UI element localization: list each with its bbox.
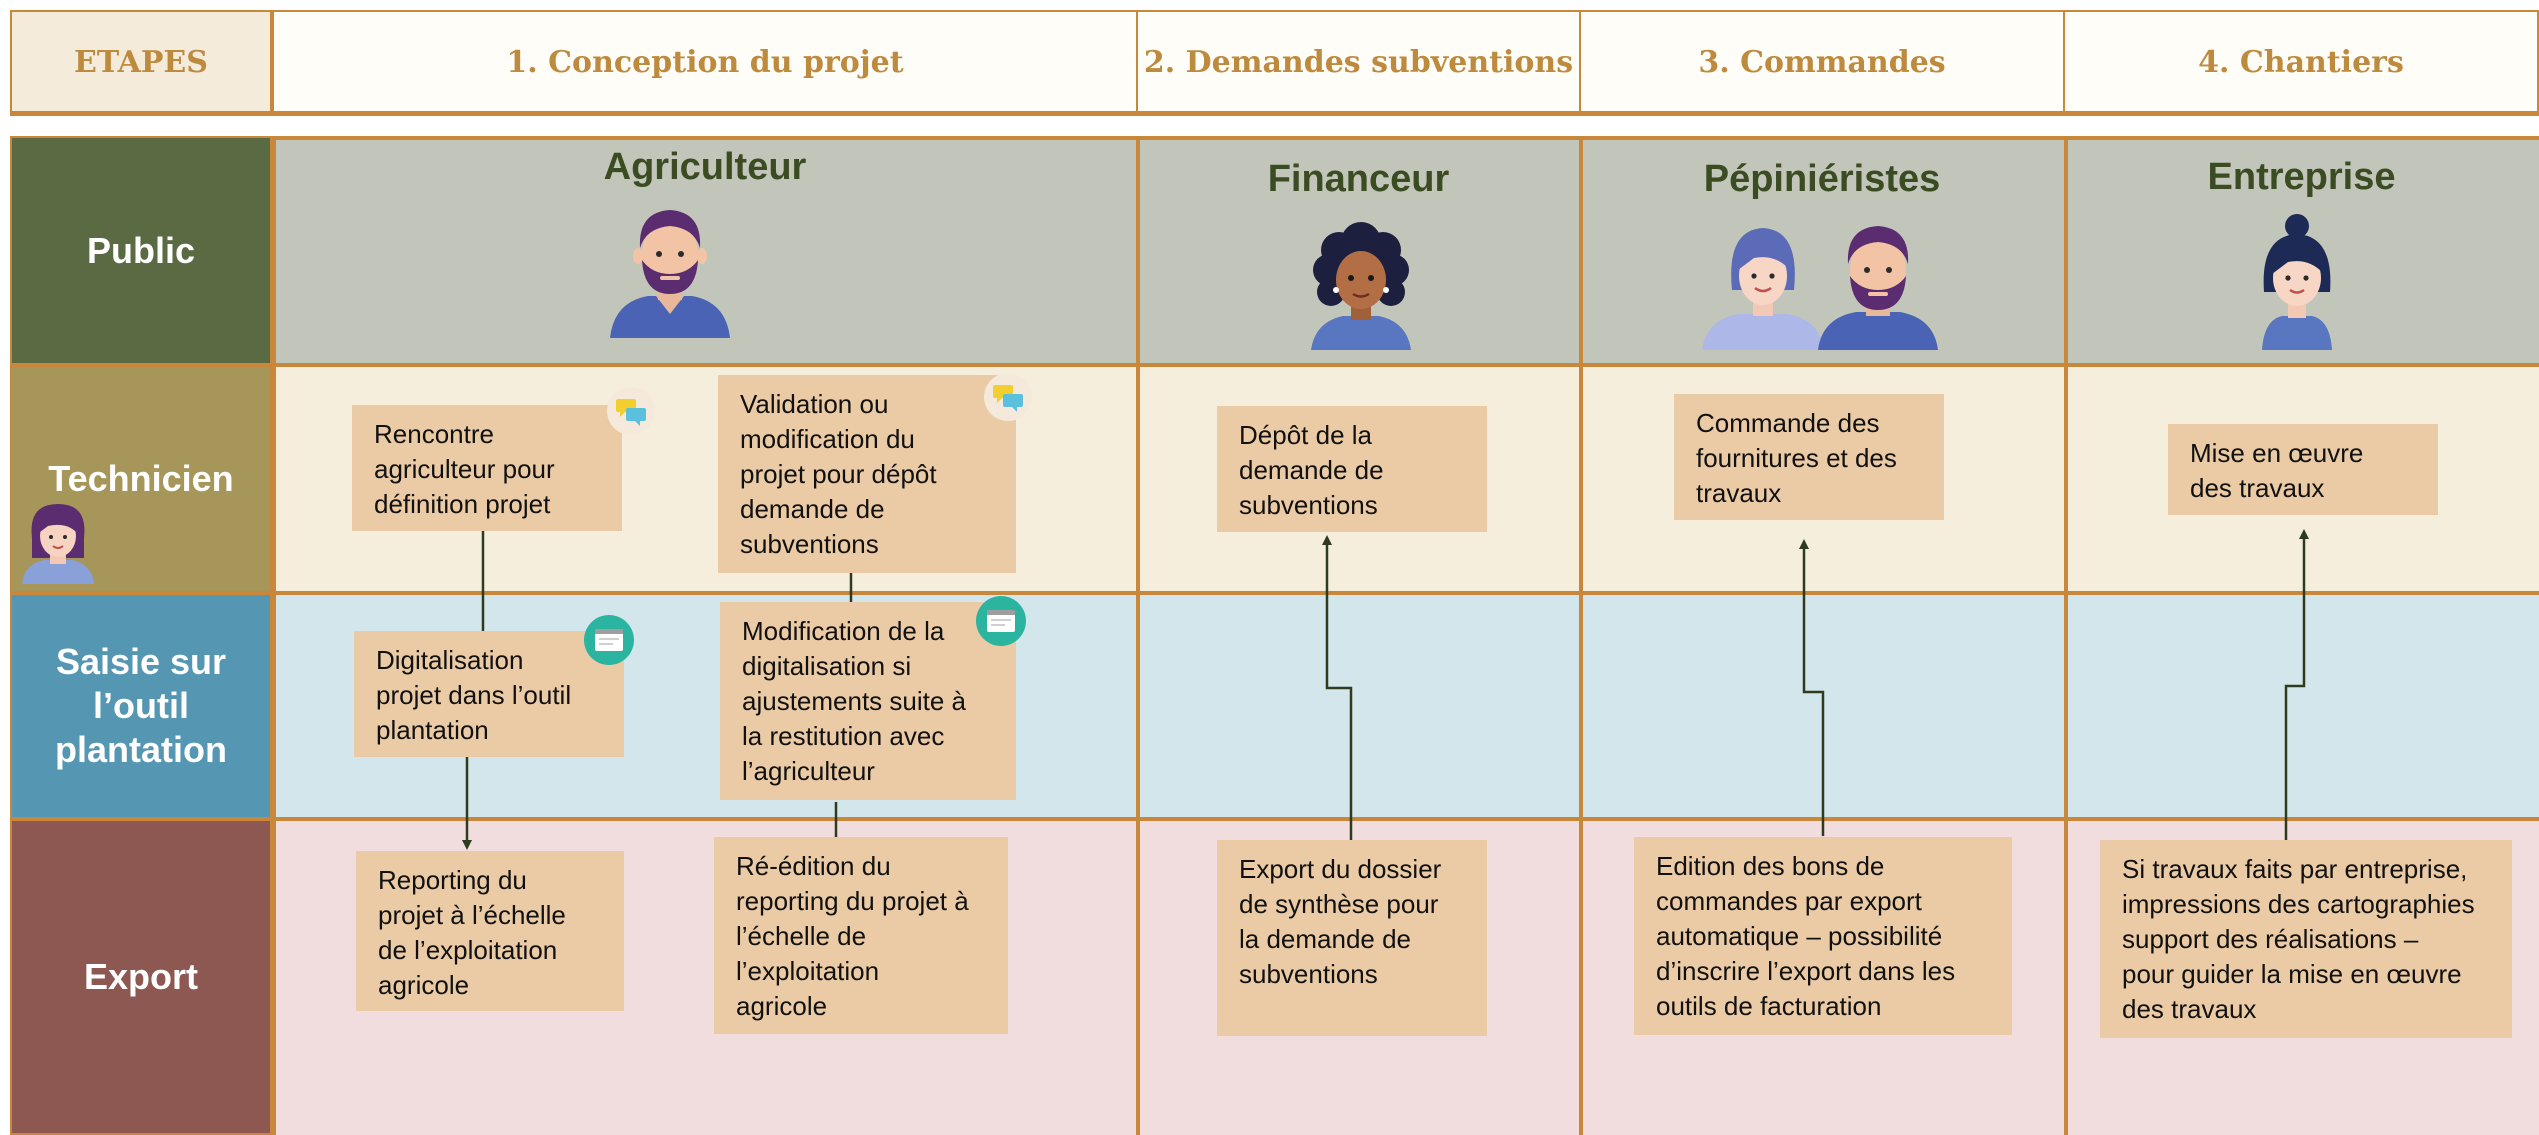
row-label-technicien-text: Technicien [48, 458, 234, 499]
box-edition-bons: Edition des bons de commandes par export… [1634, 837, 2012, 1035]
person-avatar-icon [2262, 214, 2332, 350]
row-label-saisie-text: Saisie sur l’outil plantation [55, 641, 227, 770]
header-step-3: 3. Commandes [1579, 10, 2065, 114]
box-commande: Commande des fournitures et des travaux [1674, 394, 1944, 520]
chat-bubbles-icon [984, 373, 1032, 421]
person-avatar-icon [610, 210, 730, 338]
saisie-band [272, 593, 2539, 819]
row-label-export: Export [10, 819, 272, 1135]
row-label-public: Public [10, 136, 272, 365]
box-reporting: Reporting du projet à l’échelle de l’exp… [356, 851, 624, 1011]
box-si-travaux: Si travaux faits par entreprise, impress… [2100, 840, 2512, 1038]
row-label-saisie: Saisie sur l’outil plantation [10, 593, 272, 819]
box-export-dossier: Export du dossier de synthèse pour la de… [1217, 840, 1487, 1036]
person-avatar-icon [22, 504, 94, 584]
column-divider [1579, 136, 1583, 1135]
box-digitalisation: Digitalisation projet dans l’outil plant… [354, 631, 624, 757]
header-step-4: 4. Chantiers [2063, 10, 2539, 114]
band-divider [272, 591, 2539, 595]
person-avatar-icon [1311, 222, 1411, 350]
header-step-1: 1. Conception du projet [272, 10, 1138, 114]
box-depot: Dépôt de la demande de subventions [1217, 406, 1487, 532]
actor-agriculteur: Agriculteur [603, 146, 807, 188]
box-mise-en-oeuvre: Mise en œuvre des travaux [2168, 424, 2438, 515]
column-divider [1136, 136, 1140, 1135]
box-reedition: Ré-édition du reporting du projet à l’éc… [714, 837, 1008, 1034]
box-rencontre: Rencontre agriculteur pour définition pr… [352, 405, 622, 531]
actor-financeur: Financeur [1267, 158, 1450, 200]
box-modification: Modification de la digitalisation si aju… [720, 602, 1016, 800]
row-label-public-text: Public [86, 229, 196, 271]
box-validation: Validation ou modification du projet pou… [718, 375, 1016, 573]
band-divider [272, 363, 2539, 367]
band-divider [272, 136, 2539, 140]
person-avatar-icon [1818, 226, 1938, 350]
browser-window-icon [584, 615, 634, 665]
band-divider [272, 817, 2539, 821]
header-underline [10, 111, 2539, 116]
row-label-export-text: Export [83, 956, 198, 997]
header-step-2: 2. Demandes subventions [1136, 10, 1581, 114]
actor-entreprise: Entreprise [2207, 156, 2396, 198]
actor-pepinieristes: Pépiniéristes [1703, 158, 1941, 200]
browser-window-icon [976, 596, 1026, 646]
column-divider [272, 136, 276, 1135]
header-etapes: ETAPES [10, 10, 272, 114]
person-avatar-icon [1702, 228, 1824, 350]
chat-bubbles-icon [607, 387, 655, 435]
column-divider [2064, 136, 2068, 1135]
